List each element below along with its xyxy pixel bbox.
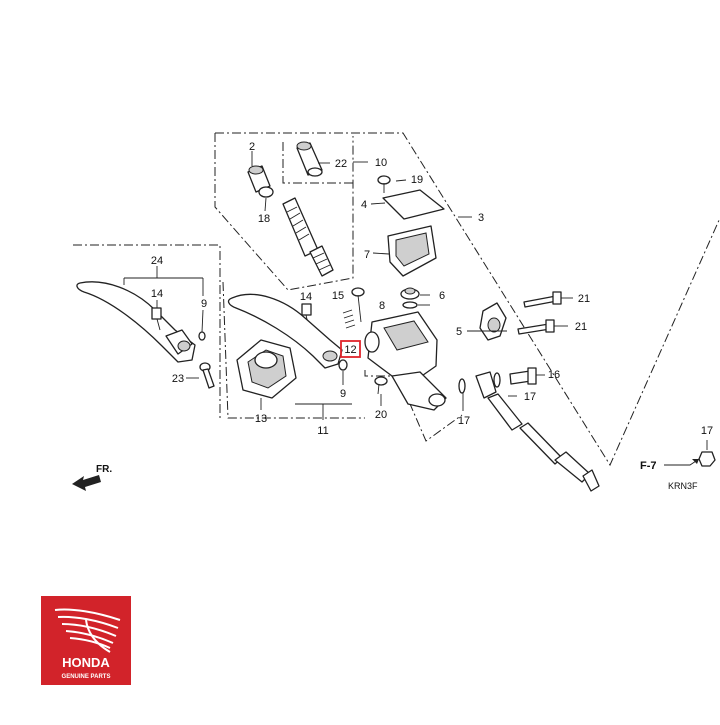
nut-14-left bbox=[151, 307, 162, 331]
brand-tagline: GENUINE PARTS bbox=[62, 674, 111, 680]
fr-label: FR. bbox=[96, 464, 112, 475]
clutch-lever-left bbox=[76, 281, 196, 363]
diagram-code: KRN3F bbox=[668, 481, 698, 491]
callout-21-lower: 21 bbox=[575, 321, 587, 333]
callout-9-left: 9 bbox=[201, 298, 207, 310]
callout-17-f7: 17 bbox=[701, 425, 713, 437]
callout-9-right: 9 bbox=[340, 388, 346, 400]
callout-17-lower: 17 bbox=[458, 415, 470, 427]
lever-bracket-boundary-right bbox=[222, 281, 365, 419]
honda-logo: HONDA GENUINE PARTS bbox=[41, 596, 131, 685]
callout-14-right: 14 bbox=[300, 291, 312, 303]
callout-12-highlight-box bbox=[340, 340, 361, 358]
callout-4: 4 bbox=[361, 199, 367, 211]
reservoir-cap-4 bbox=[382, 189, 445, 220]
callout-8: 8 bbox=[379, 300, 385, 312]
callout-13: 13 bbox=[255, 413, 267, 425]
screw-19 bbox=[377, 175, 391, 193]
f7-label[interactable]: F-7 bbox=[640, 460, 657, 472]
bolt-23 bbox=[199, 362, 215, 389]
holder-5 bbox=[479, 302, 507, 341]
callout-3: 3 bbox=[478, 212, 484, 224]
sight-window-6 bbox=[400, 287, 420, 300]
brand-name: HONDA bbox=[62, 655, 110, 670]
wing-emblem-icon bbox=[54, 608, 121, 653]
circlip-18 bbox=[258, 186, 274, 198]
bracket-left bbox=[165, 329, 193, 355]
switch-housing-13 bbox=[236, 339, 297, 399]
pivot-bolt-15 bbox=[351, 287, 365, 323]
boot-kit-boundary bbox=[282, 142, 354, 184]
nut-9-right bbox=[338, 359, 348, 371]
washer-17-right bbox=[698, 451, 716, 467]
callout-20: 20 bbox=[375, 409, 387, 421]
brake-lever-right bbox=[227, 293, 343, 369]
master-cylinder-boundary bbox=[215, 132, 720, 467]
callout-labels: 2 22 10 19 4 3 18 7 24 14 9 15 14 6 8 21… bbox=[151, 141, 713, 437]
callout-23: 23 bbox=[172, 373, 184, 385]
bolt-21-upper bbox=[523, 291, 562, 308]
leader-lines bbox=[123, 151, 708, 450]
callout-17-hose: 17 bbox=[524, 391, 536, 403]
callout-5: 5 bbox=[456, 326, 462, 338]
callout-7: 7 bbox=[364, 249, 370, 261]
callout-6: 6 bbox=[439, 290, 445, 302]
front-direction-arrow: FR. bbox=[72, 464, 112, 491]
callout-12: 12 bbox=[344, 344, 356, 356]
bolt-20 bbox=[374, 376, 388, 395]
page-reference[interactable]: F-7 bbox=[640, 458, 700, 472]
piston-assembly bbox=[282, 197, 334, 277]
lever-bracket-boundary-left bbox=[73, 244, 221, 418]
callout-19: 19 bbox=[411, 174, 423, 186]
callout-10: 10 bbox=[375, 157, 387, 169]
callout-11: 11 bbox=[317, 425, 328, 437]
callout-2: 2 bbox=[249, 141, 255, 153]
callout-14-left: 14 bbox=[151, 288, 163, 300]
callout-21-upper: 21 bbox=[578, 293, 590, 305]
diaphragm-7 bbox=[387, 225, 437, 277]
callout-24: 24 bbox=[151, 255, 163, 267]
spring-12 bbox=[342, 309, 356, 329]
nut-9-left bbox=[198, 331, 206, 341]
brake-hose bbox=[458, 367, 600, 492]
callout-18: 18 bbox=[258, 213, 270, 225]
ring-8 bbox=[402, 301, 418, 309]
callout-15: 15 bbox=[332, 290, 344, 302]
callout-22: 22 bbox=[335, 158, 347, 170]
master-cylinder-body bbox=[364, 311, 447, 411]
boot-part-2 bbox=[247, 165, 271, 193]
piston-kit-boundary bbox=[214, 133, 354, 291]
callout-16: 16 bbox=[548, 369, 560, 381]
boot-part-22 bbox=[296, 141, 323, 177]
